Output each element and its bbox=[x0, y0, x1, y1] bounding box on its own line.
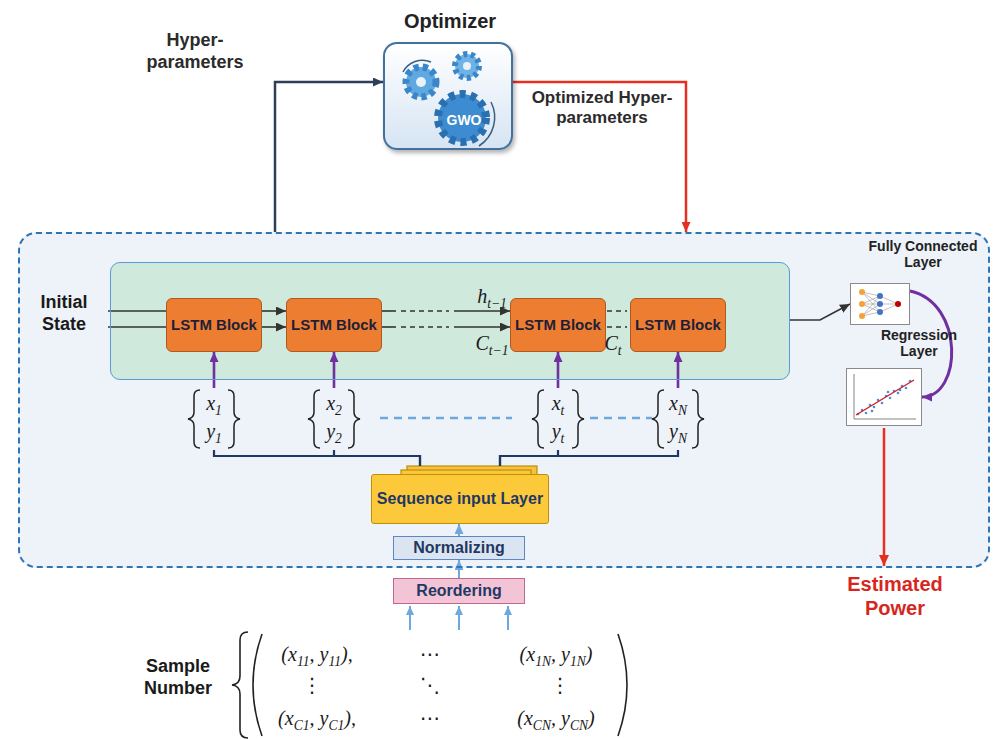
normalizing-box: Normalizing bbox=[393, 536, 525, 560]
connector bbox=[334, 352, 420, 466]
box-label: LSTM Block bbox=[288, 316, 380, 333]
regression-plot-icon bbox=[846, 368, 922, 426]
regression-layer: Regression Layer bbox=[846, 368, 922, 426]
connector-line bbox=[677, 352, 680, 388]
connector-line bbox=[790, 304, 850, 320]
edge-label: Hyper-parameters bbox=[118, 30, 272, 73]
connector bbox=[382, 311, 510, 327]
box-label: Reordering bbox=[413, 582, 504, 600]
connector bbox=[500, 352, 558, 466]
connector bbox=[275, 82, 383, 232]
connector-line bbox=[513, 82, 686, 232]
box-label: LSTM Block bbox=[632, 316, 724, 333]
lstm-panel-fill bbox=[110, 262, 790, 380]
matrix-dots: ⋯ bbox=[410, 642, 450, 666]
connector-line bbox=[458, 524, 460, 536]
connector-line bbox=[275, 82, 383, 232]
connector-line bbox=[214, 450, 420, 466]
layer-heading: Regression Layer bbox=[869, 327, 969, 359]
connector bbox=[459, 524, 460, 536]
input-symbol: xN bbox=[658, 391, 698, 419]
lstm-layer-panel: LSTM Block LSTM Block LSTM Block LSTM Block bbox=[110, 262, 790, 380]
connector-line bbox=[500, 450, 678, 466]
optimizer-box: OptimizerGWO bbox=[383, 42, 513, 150]
connector-line bbox=[401, 326, 449, 328]
input-symbol: y2 bbox=[314, 419, 354, 447]
connector-line bbox=[382, 310, 396, 312]
matrix-cell: (xC1, yC1), bbox=[262, 706, 372, 734]
state-label: Initial State bbox=[22, 292, 106, 335]
connector-line bbox=[262, 310, 286, 312]
output-arrow bbox=[883, 428, 886, 566]
continuation-dashes bbox=[380, 417, 512, 420]
connector-line bbox=[607, 310, 627, 312]
lstm-block: LSTM Block bbox=[166, 298, 262, 352]
matrix-dots: ⋱ bbox=[410, 673, 450, 697]
connector-line bbox=[607, 326, 627, 328]
connector bbox=[500, 352, 678, 466]
matrix-dots: ⋮ bbox=[540, 673, 580, 697]
reordering-box: Reordering bbox=[393, 578, 525, 604]
input-symbol: x2 bbox=[314, 391, 354, 419]
connector-line bbox=[262, 326, 286, 328]
connector bbox=[214, 352, 420, 466]
connector-line bbox=[333, 352, 336, 388]
connector-line bbox=[458, 560, 460, 578]
signal-name: ht−1 bbox=[468, 284, 516, 312]
connector-line bbox=[334, 450, 420, 466]
box-label: LSTM Block bbox=[512, 316, 604, 333]
connector-line bbox=[454, 326, 510, 328]
connector bbox=[459, 560, 460, 578]
box-heading: Optimizer bbox=[365, 10, 535, 33]
matrix-cell: (x1N, y1N) bbox=[496, 642, 616, 670]
connector-line bbox=[557, 352, 560, 388]
matrix-parenthesis bbox=[253, 634, 262, 736]
fully-connected-layer: Fully Connected Layer bbox=[850, 283, 910, 325]
lstm-block: LSTM Block bbox=[286, 298, 382, 352]
box-label: Normalizing bbox=[410, 539, 508, 557]
connector-line bbox=[500, 450, 558, 466]
edge-label: Optimized Hyper-parameters bbox=[526, 88, 678, 129]
region-fill bbox=[18, 232, 990, 568]
model-region: LSTM BlockLSTM BlockLSTM BlockLSTM Block… bbox=[18, 232, 990, 568]
connector bbox=[262, 311, 286, 327]
signal-name: Ct bbox=[594, 331, 632, 359]
box-label: Sequence input Layer bbox=[374, 490, 546, 508]
matrix-parenthesis bbox=[618, 634, 627, 736]
sequence-input-layer: Sequence input Layer bbox=[371, 474, 549, 524]
neural-net-icon bbox=[850, 283, 910, 325]
connector bbox=[513, 82, 686, 232]
connector bbox=[790, 304, 850, 320]
layer-heading: Fully Connected Layer bbox=[861, 238, 985, 270]
output-label: Estimated Power bbox=[830, 572, 960, 620]
sample-brace bbox=[232, 632, 248, 738]
input-symbol: yt bbox=[538, 419, 578, 447]
matrix-dots: ⋮ bbox=[292, 673, 332, 697]
continuation-dashes bbox=[590, 417, 652, 420]
input-symbol: xt bbox=[538, 391, 578, 419]
connector-line bbox=[401, 310, 449, 312]
axis-label: Sample Number bbox=[126, 656, 230, 699]
gear-label: GWO bbox=[429, 112, 499, 128]
matrix-cell: (xCN, yCN) bbox=[496, 706, 616, 734]
signal-name: Ct−1 bbox=[468, 331, 516, 359]
input-symbol: yN bbox=[658, 419, 698, 447]
connector bbox=[602, 311, 632, 327]
lstm-block: LSTM Block bbox=[630, 298, 726, 352]
input-braces bbox=[188, 390, 704, 448]
box-label: LSTM Block bbox=[168, 316, 260, 333]
connector-line bbox=[382, 326, 396, 328]
connector-line bbox=[213, 352, 216, 388]
matrix-cell: (x11, y11), bbox=[262, 642, 372, 670]
input-symbol: y1 bbox=[194, 419, 234, 447]
matrix-dots: ⋯ bbox=[410, 706, 450, 730]
lstm-block: LSTM Block bbox=[510, 298, 606, 352]
gear-icon bbox=[383, 42, 513, 150]
sample-input-arrows bbox=[410, 606, 508, 630]
input-symbol: x1 bbox=[194, 391, 234, 419]
